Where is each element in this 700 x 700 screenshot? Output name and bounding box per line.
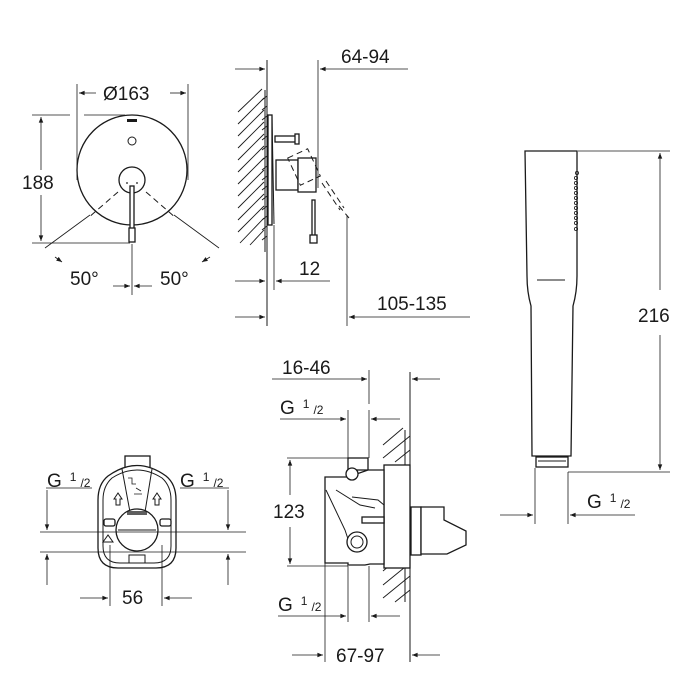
- length-label: 216: [638, 306, 670, 327]
- top-thread-label: G 1 /2: [280, 395, 324, 419]
- thread-label: G 1 /2: [587, 489, 631, 513]
- hand-shower: 216 G 1 /2: [500, 150, 670, 524]
- angle-left-label: 50°: [70, 269, 99, 290]
- bottom-thread-label: G 1 /2: [278, 592, 322, 616]
- height-label: 188: [22, 173, 54, 194]
- diameter-label: Ø163: [103, 84, 149, 105]
- max-projection-label: 105-135: [377, 294, 447, 315]
- projection-label: 64-94: [341, 47, 390, 68]
- install-depth-label: 67-97: [336, 646, 385, 667]
- plate-thickness-label: 12: [299, 259, 320, 280]
- front-view-faceplate: Ø163 188 50° 50°: [22, 84, 220, 295]
- right-thread-label: G 1 /2: [180, 468, 224, 492]
- valve-body-front: G 1 /2 G 1 /2 56: [40, 455, 246, 609]
- body-height-label: 123: [273, 502, 305, 523]
- spacing-label: 56: [122, 588, 143, 609]
- left-thread-label: G 1 /2: [47, 468, 91, 492]
- side-view-mixer: 64-94 12 105-135: [235, 47, 470, 326]
- angle-right-label: 50°: [160, 269, 189, 290]
- depth-label: 16-46: [282, 358, 331, 379]
- valve-body-side: 16-46 G 1 /2 123 G 1 /2 67-97: [272, 358, 467, 667]
